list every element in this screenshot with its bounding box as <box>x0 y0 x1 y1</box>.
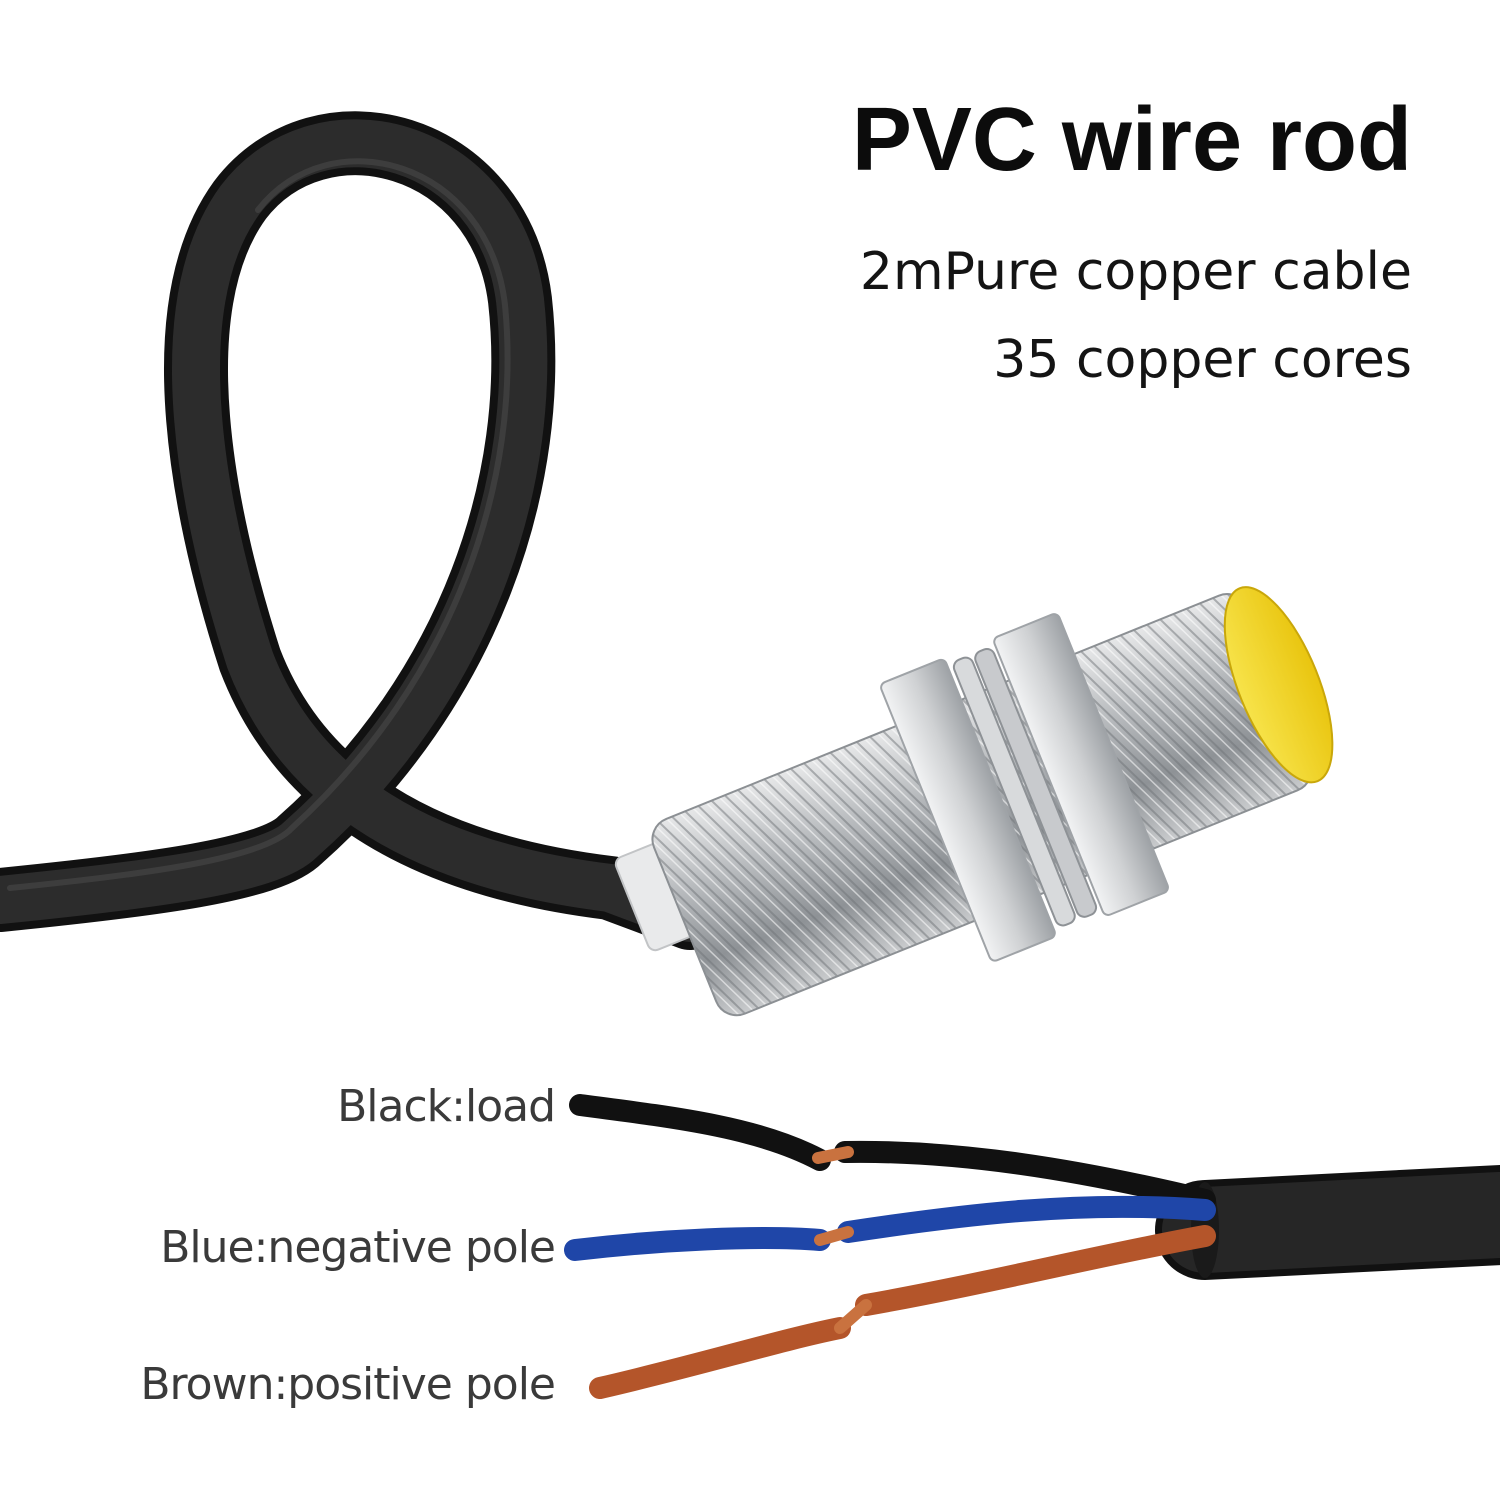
spec-copper-cores: 35 copper cores <box>993 330 1412 390</box>
wire-label-brown: Brown:positive pole <box>140 1359 556 1410</box>
wire-label-black: Black:load <box>337 1081 556 1132</box>
black-cable-loop <box>0 111 722 950</box>
proximity-sensor <box>614 586 1334 1017</box>
spec-cable-length: 2mPure copper cable <box>859 242 1412 302</box>
stripped-wire-bundle <box>564 1094 1500 1399</box>
page-title: PVC wire rod <box>851 90 1412 190</box>
wire-label-blue: Blue:negative pole <box>160 1222 556 1273</box>
